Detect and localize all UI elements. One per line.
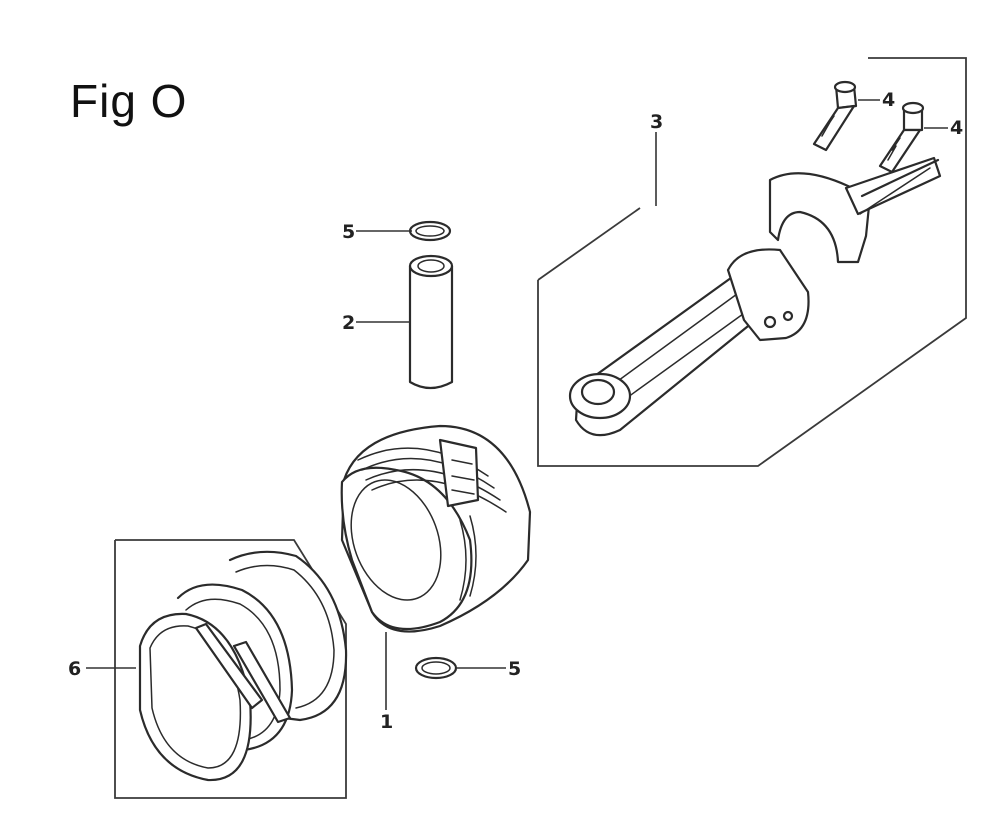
piston bbox=[340, 424, 532, 633]
connecting-rod-group-frame bbox=[537, 57, 967, 467]
piston-pin-clip-top bbox=[408, 220, 452, 242]
callout-pin-clip-bottom: 5 bbox=[508, 658, 521, 680]
rod-bolt-right bbox=[878, 101, 925, 174]
callout-pin-clip-top: 5 bbox=[342, 221, 355, 243]
figure-title: Fig O bbox=[70, 75, 188, 127]
callout-rod-bolt-a: 4 bbox=[882, 89, 895, 111]
leader-lines bbox=[86, 99, 948, 710]
rod-bolt-left bbox=[812, 80, 858, 152]
callout-piston: 1 bbox=[380, 711, 393, 733]
connecting-rod bbox=[568, 156, 942, 437]
callout-piston-rings: 6 bbox=[68, 658, 81, 680]
callout-connecting-rod: 3 bbox=[650, 111, 663, 133]
piston-ring-set bbox=[138, 550, 348, 782]
callout-rod-bolt-b: 4 bbox=[950, 117, 963, 139]
piston-pin bbox=[408, 254, 454, 390]
callout-piston-pin: 2 bbox=[342, 312, 355, 334]
piston-ring-set-frame bbox=[114, 539, 347, 799]
piston-pin-clip-bottom bbox=[414, 656, 458, 680]
